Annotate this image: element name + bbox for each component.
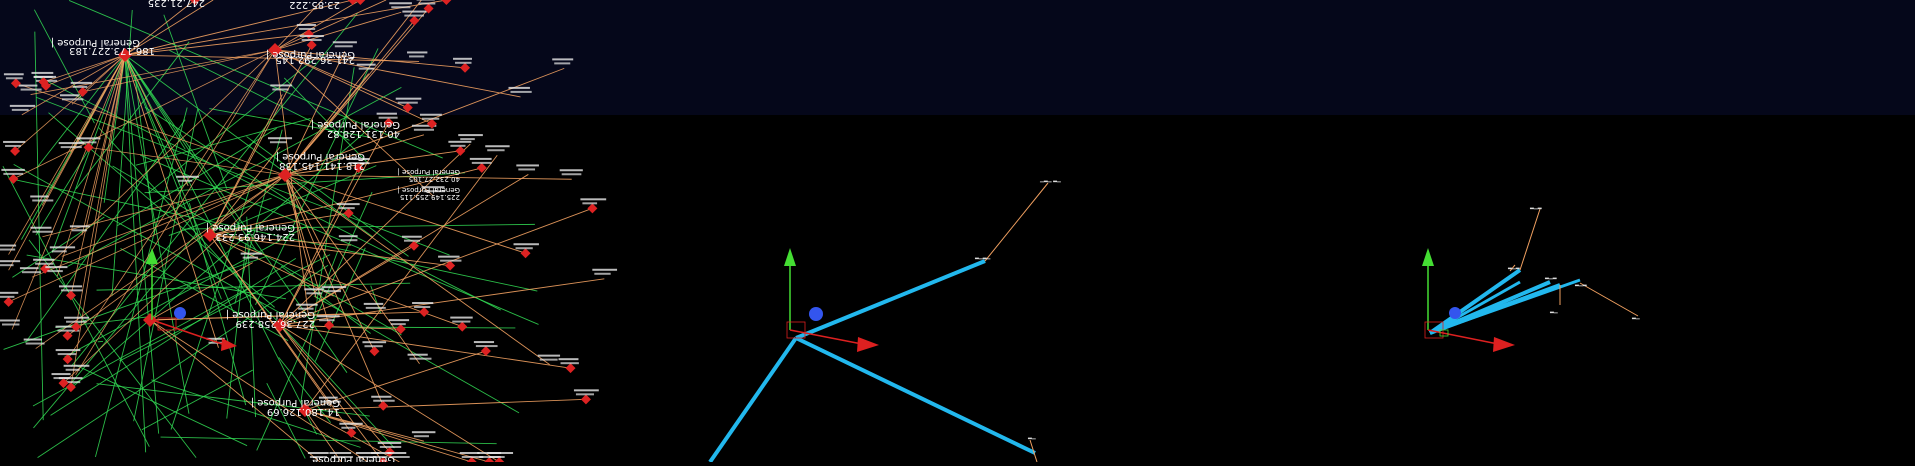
node-ip: 40.131.128.82 bbox=[327, 128, 400, 139]
node-ip: 247.21.235 bbox=[148, 0, 205, 8]
node-ip: 218.141.145.138 bbox=[279, 160, 365, 171]
svg-text:▂▁▂▁: ▂▁▂▁ bbox=[974, 254, 991, 260]
svg-text:▂▁▂: ▂▁▂ bbox=[1574, 281, 1587, 287]
svg-text:▂▁: ▂▁ bbox=[1549, 308, 1558, 314]
origin-node-icon bbox=[809, 307, 823, 321]
node-ip: 225.149.255.115 bbox=[400, 193, 460, 201]
svg-text:▂▁▂: ▂▁▂ bbox=[1529, 204, 1542, 210]
origin-node-icon bbox=[174, 307, 186, 319]
node-ip: 40.232.27.105 bbox=[409, 175, 460, 183]
svg-text:▂▁▂: ▂▁▂ bbox=[1507, 264, 1520, 270]
node-ip: 227.36.258.239 bbox=[235, 318, 315, 329]
svg-text:▁▂▁ ▂▁: ▁▂▁ ▂▁ bbox=[1039, 177, 1061, 183]
svg-text:▂▁: ▂▁ bbox=[1027, 434, 1036, 440]
node-ip: 186.173.227.183 bbox=[69, 45, 155, 56]
node-label: General Purpose | bbox=[398, 168, 461, 176]
origin-node-icon bbox=[1449, 307, 1461, 319]
node-label: General Purpose bbox=[312, 454, 395, 462]
node-ip: 224.146.93.233 bbox=[215, 231, 295, 242]
node-label: General Purpose | bbox=[398, 186, 461, 194]
node-ip: 23.85.222 bbox=[289, 0, 340, 10]
svg-text:▂▁▂: ▂▁▂ bbox=[1544, 274, 1557, 280]
svg-text:▂▁: ▂▁ bbox=[1631, 314, 1640, 320]
node-ip: 241.36.292.145 bbox=[275, 54, 355, 65]
node-ip: 14.180.126.69 bbox=[267, 406, 340, 417]
